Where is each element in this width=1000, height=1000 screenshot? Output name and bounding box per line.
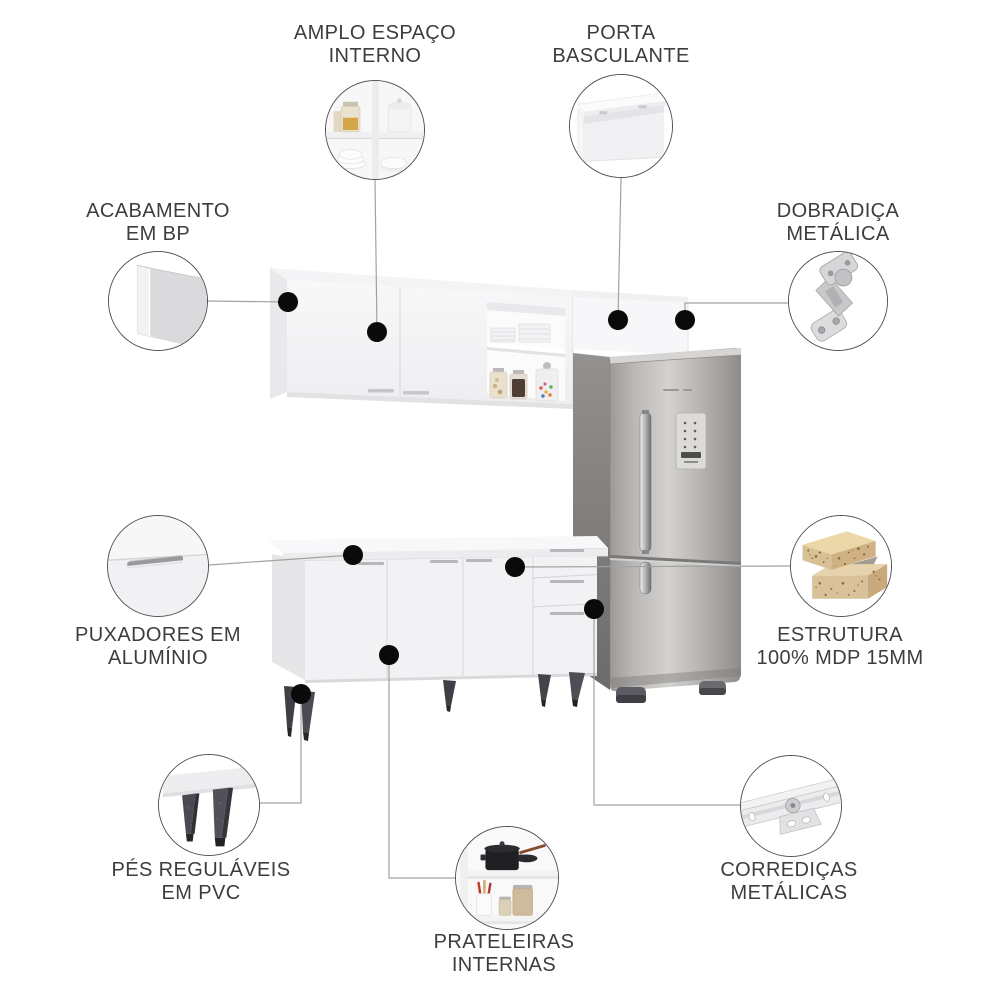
label-line: BASCULANTE [552,45,690,67]
callout-dobradica-metalica [788,251,888,351]
callout-prateleiras-internas [455,826,559,930]
connector-dobradica [684,302,788,319]
upper-door-handle [368,389,394,393]
base-door-handle [430,560,458,563]
label-line: INTERNO [328,45,422,67]
callout-amplo-espaco-interno [325,80,425,180]
feature-dot-porta [608,310,628,330]
label-porta-basculante: PORTA BASCULANTE [451,22,791,68]
label-line: METÁLICA [786,223,890,245]
feature-dot-pes [291,684,311,704]
open-niche [487,297,574,404]
feature-dots [278,292,695,704]
label-dobradica-metalica: DOBRADIÇA METÁLICA [668,200,1000,246]
label-corredicas-metalicas: CORREDIÇAS METÁLICAS [619,859,959,905]
connector-amplo [374,179,378,333]
feature-dot-dobradica [675,310,695,330]
feature-dot-acabamento [278,292,298,312]
label-line: PRATELEIRAS [433,931,575,953]
label-line: 100% MDP 15MM [756,647,924,669]
drawer-handle [550,580,584,583]
internal-shelves-icon [456,827,558,929]
connector-prateleiras [388,655,455,879]
label-line: PORTA [586,22,656,44]
aluminum-handle-icon [108,516,208,616]
connector-acabamento [207,300,289,303]
label-line: INTERNAS [451,954,557,976]
connector-porta [617,177,622,321]
fridge-control-panel [675,412,707,470]
metal-slide-icon [741,756,841,856]
tilting-door-icon [570,75,672,177]
freezer-handle [639,561,652,595]
connector-lines [207,177,791,879]
label-estrutura-mdp: ESTRUTURA 100% MDP 15MM [670,624,1000,670]
drawer-stack [532,549,598,615]
drawer-handle [550,549,584,552]
label-prateleiras-internas: PRATELEIRAS INTERNAS [334,931,674,977]
label-acabamento-em-bp: ACABAMENTO EM BP [0,200,328,246]
connector-estrutura [514,565,791,568]
cabinet-interior-icon [326,81,424,179]
callout-acabamento-em-bp [108,251,208,351]
label-line: ACABAMENTO [86,200,230,222]
label-line: METÁLICAS [730,882,848,904]
drawer-handle [550,612,584,615]
connector-pes [260,694,302,804]
label-line: AMPLO ESPAÇO [293,22,457,44]
base-door-handle [466,559,492,562]
callout-porta-basculante [569,74,673,178]
niche-jars [489,362,559,402]
label-line: EM PVC [161,882,241,904]
upper-door-handle [403,391,429,395]
feature-dot-amplo [367,322,387,342]
label-line: ESTRUTURA [777,624,903,646]
feature-dot-corredicas [584,599,604,619]
callout-estrutura-mdp [790,515,892,617]
fridge-door-handle [639,411,652,553]
feature-dot-puxadores [343,545,363,565]
connector-puxadores [208,554,354,566]
label-line: DOBRADIÇA [776,200,900,222]
metal-hinge-icon [789,252,887,350]
label-line: EM BP [125,223,191,245]
label-amplo-espaco-interno: AMPLO ESPAÇO INTERNO [205,22,545,68]
callout-pes-regulaveis [158,754,260,856]
label-line: CORREDIÇAS [720,859,858,881]
bp-finish-panel-icon [109,252,207,350]
callout-corredicas-metalicas [740,755,842,857]
label-line: ALUMÍNIO [108,647,208,669]
label-line: PUXADORES EM [75,624,241,646]
callout-puxadores-em-aluminio [107,515,209,617]
feature-dot-estrutura [505,557,525,577]
connector-corredicas [593,609,740,806]
label-line: PÉS REGULÁVEIS [111,859,291,881]
upper-wall-cabinet [270,268,689,409]
plates-stack [490,323,551,343]
base-door-handle [358,562,384,565]
over-fridge-cabinet [573,297,688,355]
feature-dot-prateleiras [379,645,399,665]
label-pes-regulaveis: PÉS REGULÁVEIS EM PVC [31,859,371,905]
label-puxadores-em-aluminio: PUXADORES EM ALUMÍNIO [0,624,328,670]
pvc-feet-icon [159,755,259,855]
fridge-brand-mark [663,389,679,391]
mdp-board-icon [791,516,891,616]
